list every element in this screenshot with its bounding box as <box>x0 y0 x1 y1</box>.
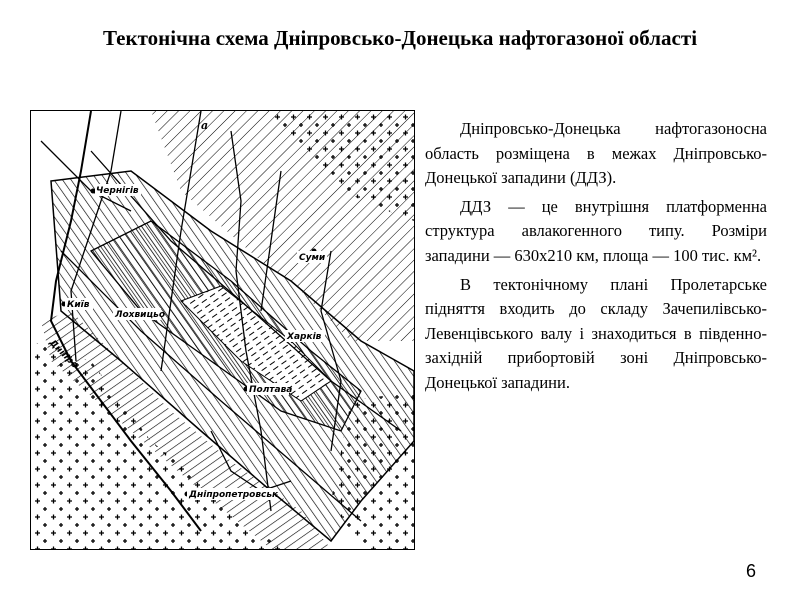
city-label-chernihiv: Чернігів <box>96 185 139 196</box>
page-number: 6 <box>745 561 756 581</box>
tectonic-map-drawing: Чернігів Суми Київ Лохвицьо Харків Полта… <box>31 111 414 549</box>
paragraph-3: В тектонічному плані Пролетарське піднят… <box>425 274 767 392</box>
city-label-kharkiv: Харків <box>286 331 322 342</box>
description-text: Дніпровсько-Донецька нафтогазоносна обла… <box>425 117 767 400</box>
paragraph-2: ДДЗ — це внутрішня платформенна структур… <box>425 196 767 265</box>
paragraph-1: Дніпровсько-Донецька нафтогазоносна обла… <box>425 119 767 188</box>
slide-title: Тектонічна схема Дніпровсько-Донецька на… <box>102 26 698 50</box>
city-label-sumy: Суми <box>299 253 326 263</box>
dnipro-river <box>49 111 202 532</box>
city-label-kyiv: Київ <box>67 300 90 310</box>
city-label-poltava: Полтава <box>249 385 292 395</box>
tectonic-map: Чернігів Суми Київ Лохвицьо Харків Полта… <box>30 110 415 550</box>
city-label-dnipropetrovsk: Дніпропетровськ <box>188 489 279 500</box>
city-label-lokhvytsia: Лохвицьо <box>114 310 165 320</box>
map-label-a: а <box>201 119 208 132</box>
fault-lines <box>40 111 402 522</box>
massif-crosses-top <box>261 111 414 221</box>
